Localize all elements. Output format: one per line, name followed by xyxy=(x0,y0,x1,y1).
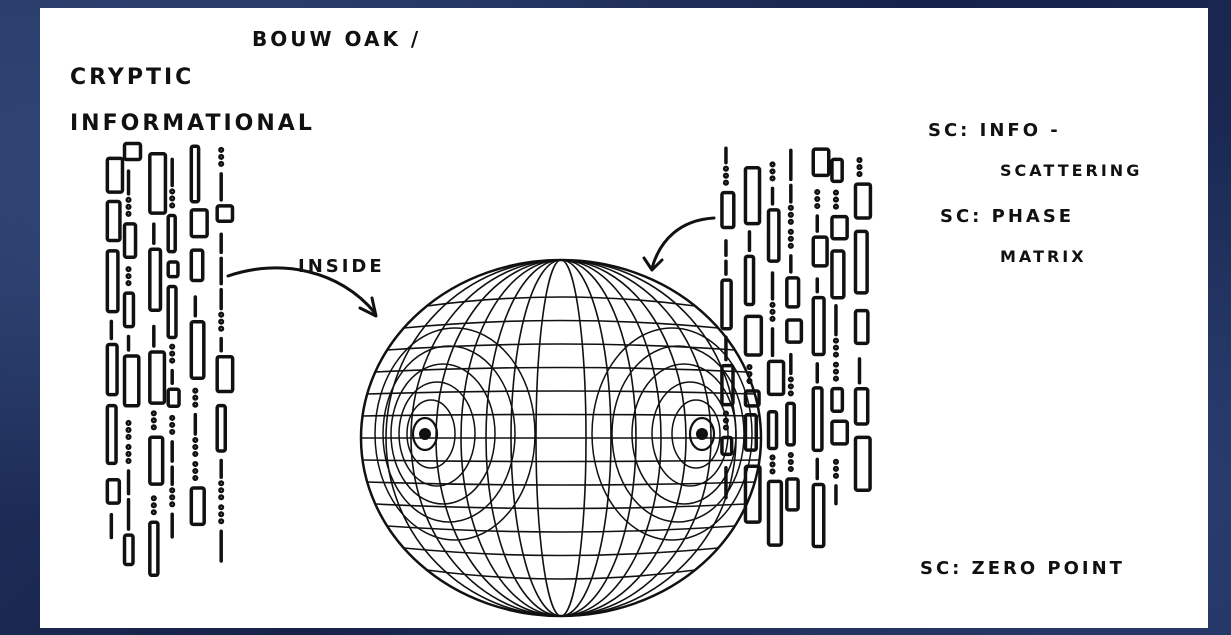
sc-phase-line-2: MATRIX xyxy=(1000,247,1087,266)
sc-info-line-1: SC: INFO - xyxy=(928,120,1061,141)
right-arrow-icon xyxy=(644,218,714,270)
right-glyph-column-icon xyxy=(722,148,870,546)
title-line-2: CRYPTIC xyxy=(70,65,194,90)
sc-zero-point-note: SC: ZERO POINT xyxy=(920,558,1125,579)
title-line-1: BOUW OAK / xyxy=(252,27,421,51)
title-line-3: INFORMATIONAL xyxy=(70,111,315,136)
toroidal-sphere-icon xyxy=(361,260,761,616)
sc-phase-line-1: SC: PHASE xyxy=(940,206,1074,227)
sketch-drawing: BOUW OAK / CRYPTIC INFORMATIONAL INSIDE … xyxy=(40,8,1208,628)
sketch-paper: BOUW OAK / CRYPTIC INFORMATIONAL INSIDE … xyxy=(40,8,1208,628)
left-glyph-column-icon xyxy=(107,143,232,575)
sc-info-line-2: SCATTERING xyxy=(1000,161,1142,180)
